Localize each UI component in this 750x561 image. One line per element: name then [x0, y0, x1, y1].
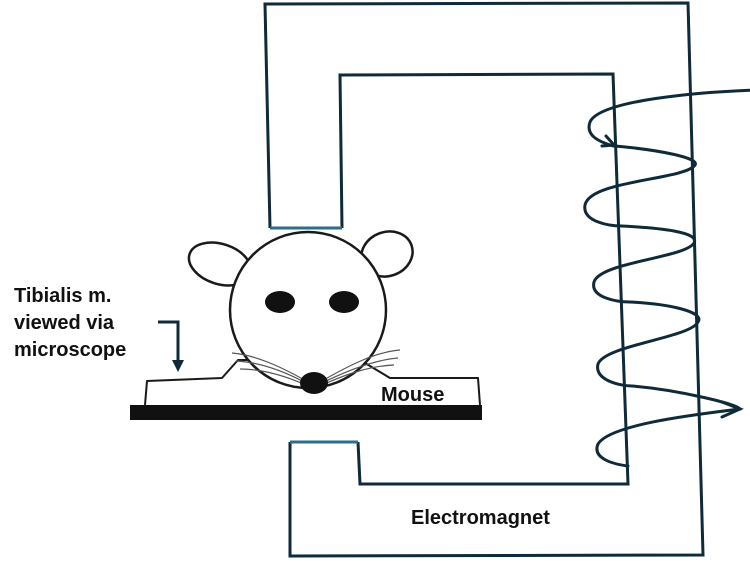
coil-winding: [583, 88, 750, 468]
tibialis-label-line1: Tibialis m.: [14, 285, 112, 307]
electromagnet-core-upper: [263, 1, 705, 558]
tibialis-pointer-line: [158, 320, 180, 364]
tibialis-label-line3: microscope: [14, 339, 127, 361]
coil-exit-arrow: [720, 400, 744, 419]
right-eye: [329, 291, 359, 313]
mouse-label: Mouse: [381, 384, 445, 406]
mouse-head: [228, 230, 388, 390]
tibialis-label-line2: viewed via: [14, 312, 115, 334]
left-eye: [265, 291, 295, 313]
tibialis-label: Tibialis m. viewed via microscope: [14, 283, 126, 364]
mouse-nose: [300, 372, 328, 394]
tibialis-pointer-arrowhead: [172, 360, 184, 372]
electromagnet-label: Electromagnet: [411, 507, 550, 529]
electromagnet-core-inner: [338, 72, 630, 486]
stage-bar: [130, 405, 482, 420]
